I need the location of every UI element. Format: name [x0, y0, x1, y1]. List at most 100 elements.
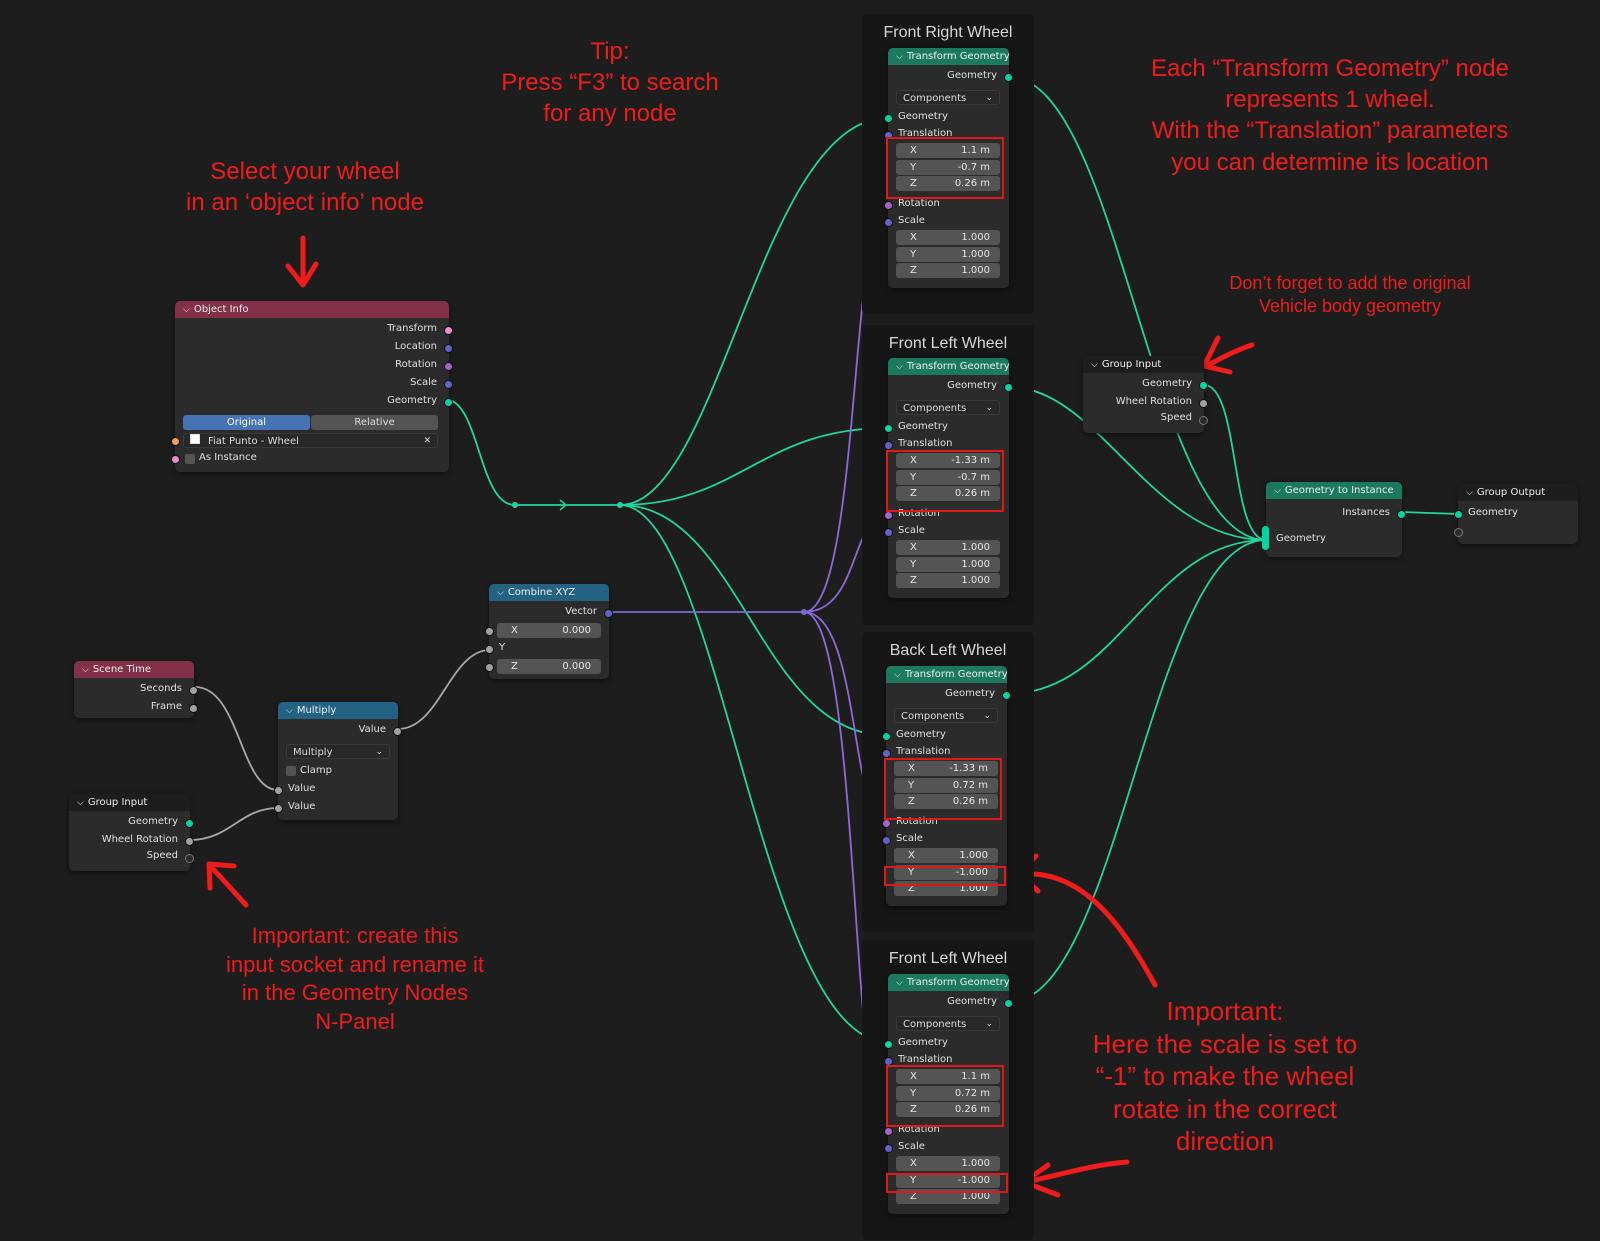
- value-in-socket-2[interactable]: [274, 804, 283, 813]
- chevron-down-icon[interactable]: ⌵: [896, 362, 903, 372]
- geometry-socket[interactable]: [1454, 510, 1463, 519]
- node-header[interactable]: ⌵Group Input: [1083, 356, 1204, 373]
- z-socket[interactable]: [485, 663, 494, 672]
- translation-socket[interactable]: [884, 131, 893, 140]
- chevron-down-icon[interactable]: ⌵: [286, 706, 293, 716]
- node-header[interactable]: ⌵Group Output: [1458, 484, 1578, 501]
- translation-x-field[interactable]: X-1.33 m: [894, 761, 998, 776]
- geometry-socket[interactable]: [444, 398, 453, 407]
- node-header[interactable]: ⌵Transform Geometry: [888, 358, 1010, 375]
- rotation-socket[interactable]: [444, 362, 453, 371]
- mode-relative-button[interactable]: Relative: [311, 415, 438, 430]
- translation-x-field[interactable]: X-1.33 m: [896, 453, 1000, 468]
- node-header[interactable]: ⌵Group Input: [69, 794, 190, 811]
- wheel-speed-socket[interactable]: [1199, 399, 1208, 408]
- seconds-socket[interactable]: [189, 686, 198, 695]
- node-header[interactable]: ⌵Transform Geometry: [888, 974, 1010, 991]
- chevron-down-icon[interactable]: ⌵: [1274, 486, 1281, 496]
- geometry-socket[interactable]: [185, 819, 194, 828]
- scale-socket[interactable]: [444, 380, 453, 389]
- object-field[interactable]: Fiat Punto - Wheel ✕: [183, 433, 438, 448]
- x-socket[interactable]: [485, 627, 494, 636]
- operation-dropdown[interactable]: Multiply⌄: [286, 744, 390, 759]
- value-in-socket-1[interactable]: [274, 786, 283, 795]
- clear-icon[interactable]: ✕: [423, 436, 431, 446]
- clamp-checkbox[interactable]: [286, 766, 296, 776]
- as-instance-checkbox[interactable]: [185, 454, 195, 464]
- node-header[interactable]: ⌵Combine XYZ: [489, 584, 609, 601]
- frame-socket[interactable]: [189, 704, 198, 713]
- chevron-down-icon[interactable]: ⌵: [894, 670, 901, 680]
- translation-y-field[interactable]: Y-0.7 m: [896, 469, 1000, 485]
- node-header[interactable]: ⌵Transform Geometry: [888, 48, 1010, 65]
- group-input-node-right[interactable]: ⌵Group Input Geometry Wheel Rotation Spe…: [1083, 356, 1208, 433]
- scale-socket[interactable]: [884, 528, 893, 537]
- rotation-socket[interactable]: [884, 201, 893, 210]
- value-out-socket[interactable]: [393, 727, 402, 736]
- geometry-out-socket[interactable]: [1002, 691, 1011, 700]
- multi-input-socket[interactable]: [1262, 526, 1269, 550]
- object-socket[interactable]: [171, 437, 180, 446]
- geometry-in-socket[interactable]: [884, 114, 893, 123]
- mode-dropdown[interactable]: Components⌄: [896, 400, 1000, 415]
- rotation-socket[interactable]: [884, 1127, 893, 1136]
- location-socket[interactable]: [444, 344, 453, 353]
- translation-socket[interactable]: [882, 749, 891, 758]
- scale-y-field[interactable]: Y-1.000: [896, 1172, 1000, 1188]
- translation-y-field[interactable]: Y-0.7 m: [896, 159, 1000, 175]
- chevron-down-icon[interactable]: ⌵: [82, 665, 89, 675]
- translation-socket[interactable]: [884, 441, 893, 450]
- y-socket[interactable]: [485, 645, 494, 654]
- group-output-node[interactable]: ⌵Group Output Geometry: [1454, 484, 1578, 544]
- geometry-in-socket[interactable]: [884, 1040, 893, 1049]
- chevron-down-icon[interactable]: ⌵: [896, 52, 903, 62]
- geometry-in-socket[interactable]: [884, 424, 893, 433]
- chevron-down-icon[interactable]: ⌵: [77, 798, 84, 808]
- geometry-in-socket[interactable]: [882, 732, 891, 741]
- node-header[interactable]: ⌵Object Info: [175, 301, 449, 318]
- chevron-down-icon[interactable]: ⌵: [896, 978, 903, 988]
- object-info-node[interactable]: ⌵Object Info Transform Location Rotation…: [171, 301, 453, 472]
- empty-socket[interactable]: [1454, 528, 1463, 537]
- scale-y-field[interactable]: Y-1.000: [894, 864, 998, 880]
- scene-time-node[interactable]: ⌵Scene Time Seconds Frame: [74, 661, 198, 718]
- geometry-out-socket[interactable]: [1004, 73, 1013, 82]
- mode-dropdown[interactable]: Components⌄: [894, 708, 998, 723]
- mode-dropdown[interactable]: Components⌄: [896, 1016, 1000, 1031]
- chevron-down-icon[interactable]: ⌵: [1091, 360, 1098, 370]
- geometry-out-socket[interactable]: [1004, 999, 1013, 1008]
- empty-socket[interactable]: [185, 854, 194, 863]
- node-header[interactable]: ⌵Scene Time: [74, 661, 194, 678]
- vector-socket[interactable]: [604, 609, 613, 618]
- scale-socket[interactable]: [882, 836, 891, 845]
- transform-socket[interactable]: [444, 326, 453, 335]
- node-header[interactable]: ⌵Transform Geometry: [886, 666, 1008, 683]
- wheel-speed-socket[interactable]: [185, 837, 194, 846]
- chevron-down-icon[interactable]: ⌵: [497, 588, 504, 598]
- scale-socket[interactable]: [884, 218, 893, 227]
- geometry-to-instance-node[interactable]: ⌵Geometry to Instance Instances Geometry: [1262, 482, 1406, 557]
- chevron-down-icon[interactable]: ⌵: [1466, 488, 1473, 498]
- node-header[interactable]: ⌵Multiply: [278, 702, 398, 719]
- group-input-node-left[interactable]: ⌵Group Input Geometry Wheel Rotation Spe…: [69, 794, 194, 871]
- mode-dropdown[interactable]: Components⌄: [896, 90, 1000, 105]
